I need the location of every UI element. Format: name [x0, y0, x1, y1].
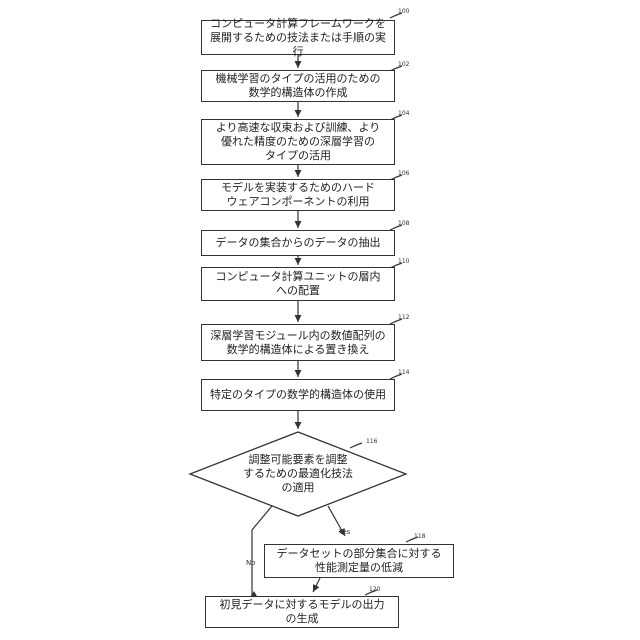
ref-120: 120 [369, 586, 380, 593]
ref-110: 110 [398, 258, 409, 265]
step-100: コンピュータ計算フレームワークを 展開するための技法または手順の実行 [201, 20, 395, 55]
step-102: 機械学習のタイプの活用のための 数学的構造体の作成 [201, 70, 395, 102]
ref-114: 114 [398, 369, 409, 376]
ref-104: 104 [398, 110, 409, 117]
decision-text: 調整可能要素を調整 するための最適化技法 の適用 [218, 453, 378, 495]
ref-116: 116 [366, 438, 377, 445]
step-118: データセットの部分集合に対する 性能測定量の低減 [264, 544, 454, 578]
ref-112: 112 [398, 314, 409, 321]
ref-102: 102 [398, 61, 409, 68]
step-104: より高速な収束および訓練、より 優れた精度のための深層学習の タイプの活用 [201, 119, 395, 165]
ref-100: 100 [398, 8, 409, 15]
yes-label: Yes [339, 528, 350, 536]
step-108: データの集合からのデータの抽出 [201, 230, 395, 256]
no-label: No [246, 559, 256, 567]
step-106: モデルを実装するためのハード ウェアコンポーネントの利用 [201, 179, 395, 211]
step-120: 初見データに対するモデルの出力 の生成 [205, 596, 399, 628]
ref-106: 106 [398, 170, 409, 177]
step-110: コンピュータ計算ユニットの層内 への配置 [201, 267, 395, 301]
ref-118: 118 [414, 533, 425, 540]
step-112: 深層学習モジュール内の数値配列の 数学的構造体による置き換え [201, 324, 395, 361]
arrow-118-120 [313, 578, 320, 592]
ref-108: 108 [398, 220, 409, 227]
step-114: 特定のタイプの数学的構造体の使用 [201, 379, 395, 411]
